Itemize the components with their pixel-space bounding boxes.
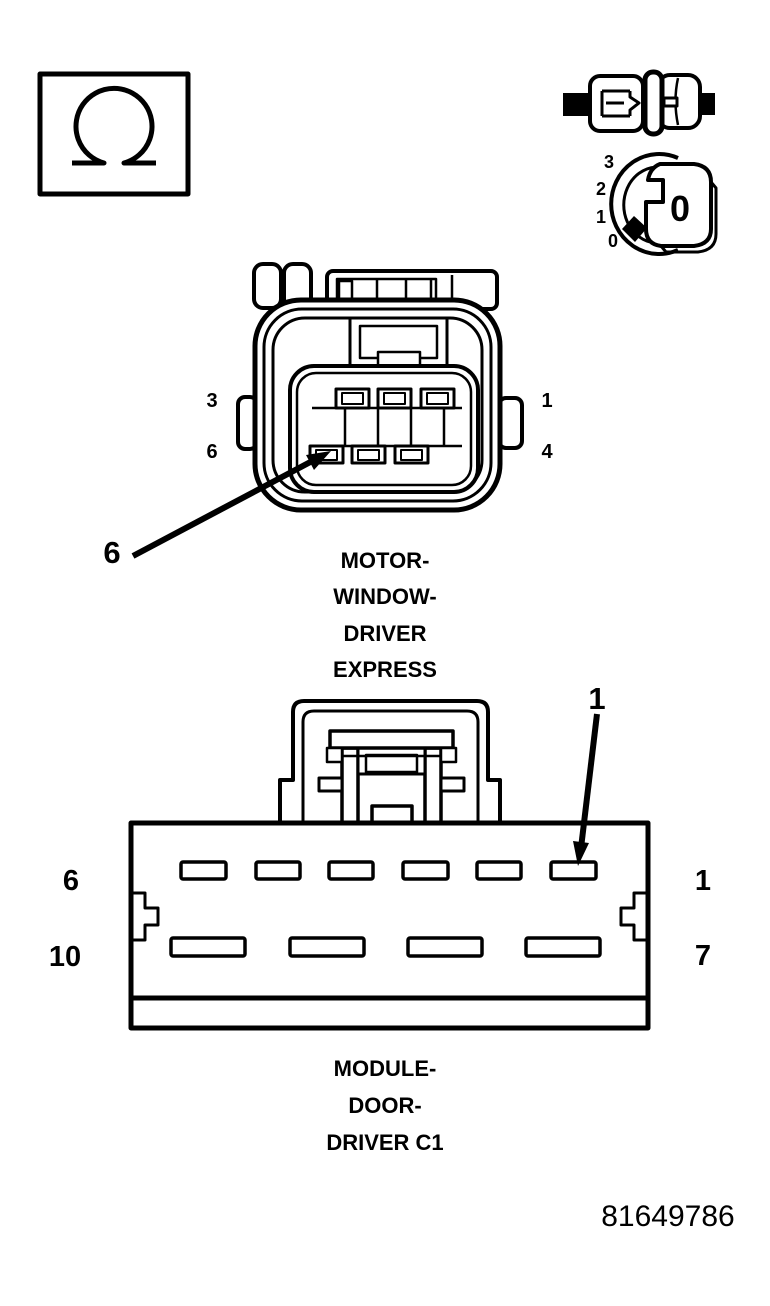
ohm-symbol-icon [37,71,191,197]
upper-pin-label-6: 6 [206,441,218,463]
upper-connector-drawing [131,262,524,559]
lower-callout-label: 1 [588,681,606,716]
lower-pin-label-10: 10 [48,941,82,973]
lower-connector-drawing [128,699,651,1031]
lower-pin-label-7: 7 [694,940,712,972]
lower-connector-name-line: DOOR- [348,1093,422,1118]
ignition-position-2: 2 [595,179,606,199]
upper-connector-name-line: WINDOW- [333,584,437,609]
upper-pin-label-3: 3 [206,390,218,412]
figure-number: 81649786 [601,1200,735,1233]
upper-pin-label-4: 4 [541,441,553,463]
ignition-position-0: 0 [607,231,618,251]
upper-connector-name-line: DRIVER [343,621,427,646]
lower-connector-name-line: DRIVER C1 [326,1130,444,1155]
upper-callout-arrow [131,451,331,559]
ignition-key-icon [609,152,718,256]
disconnect-connector-icon [563,69,715,137]
upper-terminals-top-row [334,387,456,410]
ignition-position-3: 3 [603,152,614,172]
ignition-key-digit: 0 [669,188,691,229]
ignition-position-1: 1 [595,207,606,227]
upper-connector-name-line: MOTOR- [340,548,430,573]
upper-connector-name-line: EXPRESS [333,657,437,682]
upper-pin-label-1: 1 [541,390,553,412]
lower-pins-top-row [179,860,598,881]
lower-connector-name-line: MODULE- [333,1056,437,1081]
lower-pin-label-1: 1 [694,865,712,897]
lower-pin-label-6: 6 [62,865,80,897]
upper-callout-label: 6 [103,535,121,570]
lower-pins-bottom-row [169,936,602,958]
lower-callout-arrow [573,713,600,866]
